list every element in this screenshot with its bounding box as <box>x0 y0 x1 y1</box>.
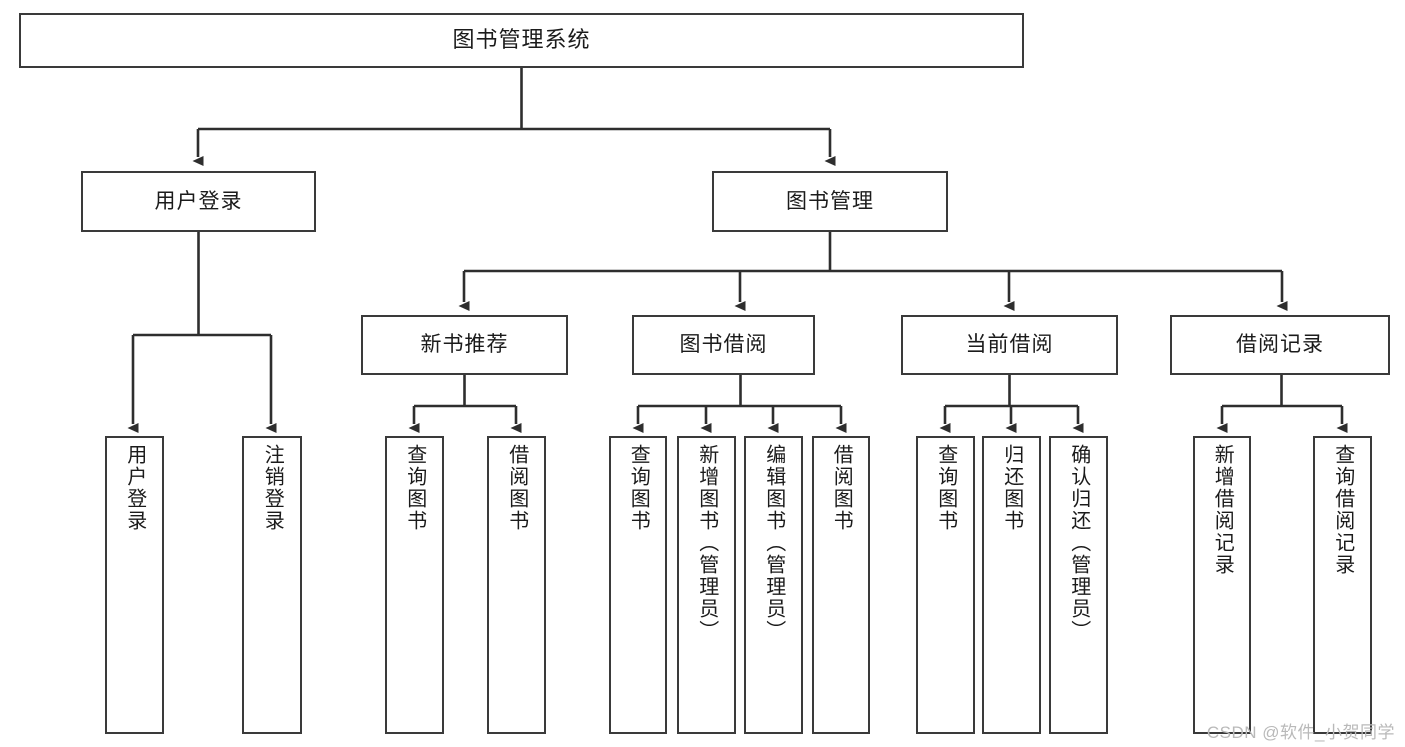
leaf-label: 查询图书 <box>934 444 957 532</box>
node-leaf-add-record[interactable]: 新增借阅记录 <box>1193 436 1251 734</box>
node-leaf-return-book[interactable]: 归还图书 <box>982 436 1041 734</box>
node-user-login[interactable]: 用户登录 <box>81 171 316 232</box>
node-leaf-user-login[interactable]: 用户登录 <box>105 436 164 734</box>
node-leaf-edit-book[interactable]: 编辑图书（管理员） <box>744 436 803 734</box>
node-leaf-add-book[interactable]: 新增图书（管理员） <box>677 436 736 734</box>
watermark-csdn: CSDN @软件_小贺同学 <box>1206 723 1395 742</box>
node-leaf-query-record[interactable]: 查询借阅记录 <box>1313 436 1372 734</box>
node-current-borrow[interactable]: 当前借阅 <box>901 315 1118 375</box>
node-leaf-borrow-book-1[interactable]: 借阅图书 <box>487 436 546 734</box>
leaf-label: 查询图书 <box>403 444 426 532</box>
node-leaf-query-book-2[interactable]: 查询图书 <box>609 436 667 734</box>
leaf-label: 编辑图书（管理员） <box>762 444 785 642</box>
leaf-label: 借阅图书 <box>505 444 528 532</box>
node-root-system[interactable]: 图书管理系统 <box>19 13 1024 68</box>
leaf-label: 查询图书 <box>627 444 650 532</box>
node-book-management[interactable]: 图书管理 <box>712 171 948 232</box>
leaf-label: 归还图书 <box>1000 444 1023 532</box>
leaf-label: 注销登录 <box>261 444 284 532</box>
leaf-label: 用户登录 <box>123 444 146 532</box>
node-leaf-borrow-book-2[interactable]: 借阅图书 <box>812 436 870 734</box>
leaf-label: 查询借阅记录 <box>1331 444 1354 576</box>
leaf-label: 新增借阅记录 <box>1211 444 1234 576</box>
node-leaf-query-book-1[interactable]: 查询图书 <box>385 436 444 734</box>
leaf-label: 借阅图书 <box>830 444 853 532</box>
node-leaf-confirm-return[interactable]: 确认归还（管理员） <box>1049 436 1108 734</box>
node-leaf-user-logout[interactable]: 注销登录 <box>242 436 302 734</box>
leaf-label: 确认归还（管理员） <box>1067 444 1090 642</box>
leaf-label: 新增图书（管理员） <box>695 444 718 642</box>
node-book-borrow[interactable]: 图书借阅 <box>632 315 815 375</box>
node-leaf-query-book-3[interactable]: 查询图书 <box>916 436 975 734</box>
node-new-book-recommend[interactable]: 新书推荐 <box>361 315 568 375</box>
node-borrow-record[interactable]: 借阅记录 <box>1170 315 1390 375</box>
